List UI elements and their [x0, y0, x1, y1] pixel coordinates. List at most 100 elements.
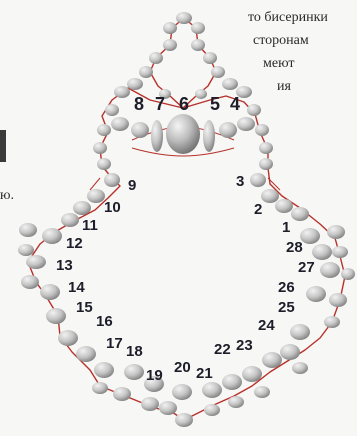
- bead: [163, 39, 177, 51]
- bead: [97, 124, 111, 136]
- bead: [172, 384, 192, 400]
- bead: [104, 173, 120, 187]
- bead-label: 3: [236, 173, 244, 190]
- bead: [139, 66, 153, 78]
- bead: [222, 78, 238, 90]
- bead-label: 21: [196, 365, 213, 382]
- bead: [42, 228, 62, 244]
- bead: [237, 117, 255, 131]
- bead: [329, 293, 347, 307]
- bead: [275, 199, 293, 213]
- bead: [26, 255, 46, 269]
- bead: [73, 201, 91, 215]
- bead: [247, 104, 261, 116]
- bead: [191, 22, 205, 34]
- bead: [320, 262, 340, 278]
- bead: [259, 158, 273, 170]
- bead: [312, 244, 332, 260]
- bead: [127, 78, 143, 90]
- bead: [222, 374, 242, 390]
- bead: [141, 397, 159, 411]
- bead: [19, 223, 37, 237]
- bead: [149, 52, 163, 64]
- bead: [191, 39, 205, 51]
- bead: [290, 324, 310, 340]
- bead: [280, 344, 300, 360]
- bead: [105, 104, 119, 116]
- bead: [166, 114, 200, 154]
- bead: [87, 189, 105, 203]
- bead-label: 11: [82, 217, 98, 234]
- bead-label: 14: [68, 279, 85, 296]
- bead-label: 13: [56, 257, 73, 274]
- bead: [195, 89, 207, 99]
- bead: [254, 386, 270, 398]
- bead: [18, 244, 34, 256]
- bead: [97, 158, 111, 170]
- bead-label: 28: [286, 239, 303, 256]
- bead-label: 1: [282, 219, 290, 236]
- bead-label: 16: [96, 313, 113, 330]
- bead: [255, 124, 269, 136]
- bead: [332, 246, 348, 258]
- bead: [151, 120, 163, 152]
- bead-label: 24: [258, 317, 275, 334]
- bead: [93, 142, 107, 154]
- bead-label: 4: [230, 94, 240, 114]
- bead-label: 22: [214, 341, 231, 358]
- bead-label: 20: [174, 359, 191, 376]
- bead-label: 2: [254, 201, 262, 218]
- bead: [176, 12, 192, 24]
- bead-label: 10: [104, 199, 121, 216]
- bead: [175, 413, 193, 427]
- bead: [292, 362, 308, 374]
- bead-label: 5: [210, 94, 220, 114]
- bead: [94, 362, 114, 378]
- bead: [58, 330, 78, 346]
- bead-label: 12: [66, 235, 83, 252]
- bead: [259, 142, 273, 154]
- bead: [324, 316, 340, 328]
- bead-label: 15: [76, 299, 93, 316]
- bead: [111, 117, 129, 131]
- bead: [341, 268, 355, 280]
- bead: [131, 122, 149, 138]
- bead: [219, 122, 237, 138]
- bead: [262, 352, 282, 368]
- bead: [300, 228, 320, 244]
- bead-label: 26: [278, 279, 295, 296]
- bead: [242, 366, 262, 382]
- bead: [159, 401, 177, 415]
- bead-label: 17: [106, 335, 123, 352]
- bead: [114, 86, 130, 98]
- bead: [61, 213, 79, 227]
- bead-label: 19: [146, 367, 163, 384]
- bead: [46, 308, 66, 324]
- bead: [92, 382, 108, 394]
- bead: [202, 382, 222, 398]
- bead: [21, 275, 39, 289]
- bead-label: 18: [126, 343, 143, 360]
- bead: [327, 225, 345, 239]
- bead-label: 8: [134, 94, 144, 114]
- bead-label: 6: [179, 94, 189, 114]
- bead: [163, 22, 177, 34]
- bead-label: 9: [128, 177, 136, 194]
- bead: [203, 52, 217, 64]
- bead-label: 23: [236, 337, 253, 354]
- bead: [291, 207, 309, 221]
- bead: [204, 404, 220, 416]
- bead: [203, 120, 215, 152]
- bead: [76, 346, 96, 362]
- bead: [124, 364, 144, 380]
- bead: [306, 286, 326, 302]
- bead: [228, 396, 244, 408]
- bead: [211, 66, 225, 78]
- bead: [261, 189, 279, 203]
- bead: [250, 173, 266, 187]
- bead: [40, 284, 60, 300]
- bead-label: 7: [155, 94, 165, 114]
- bead-label: 27: [298, 259, 315, 276]
- bead-label: 25: [278, 299, 295, 316]
